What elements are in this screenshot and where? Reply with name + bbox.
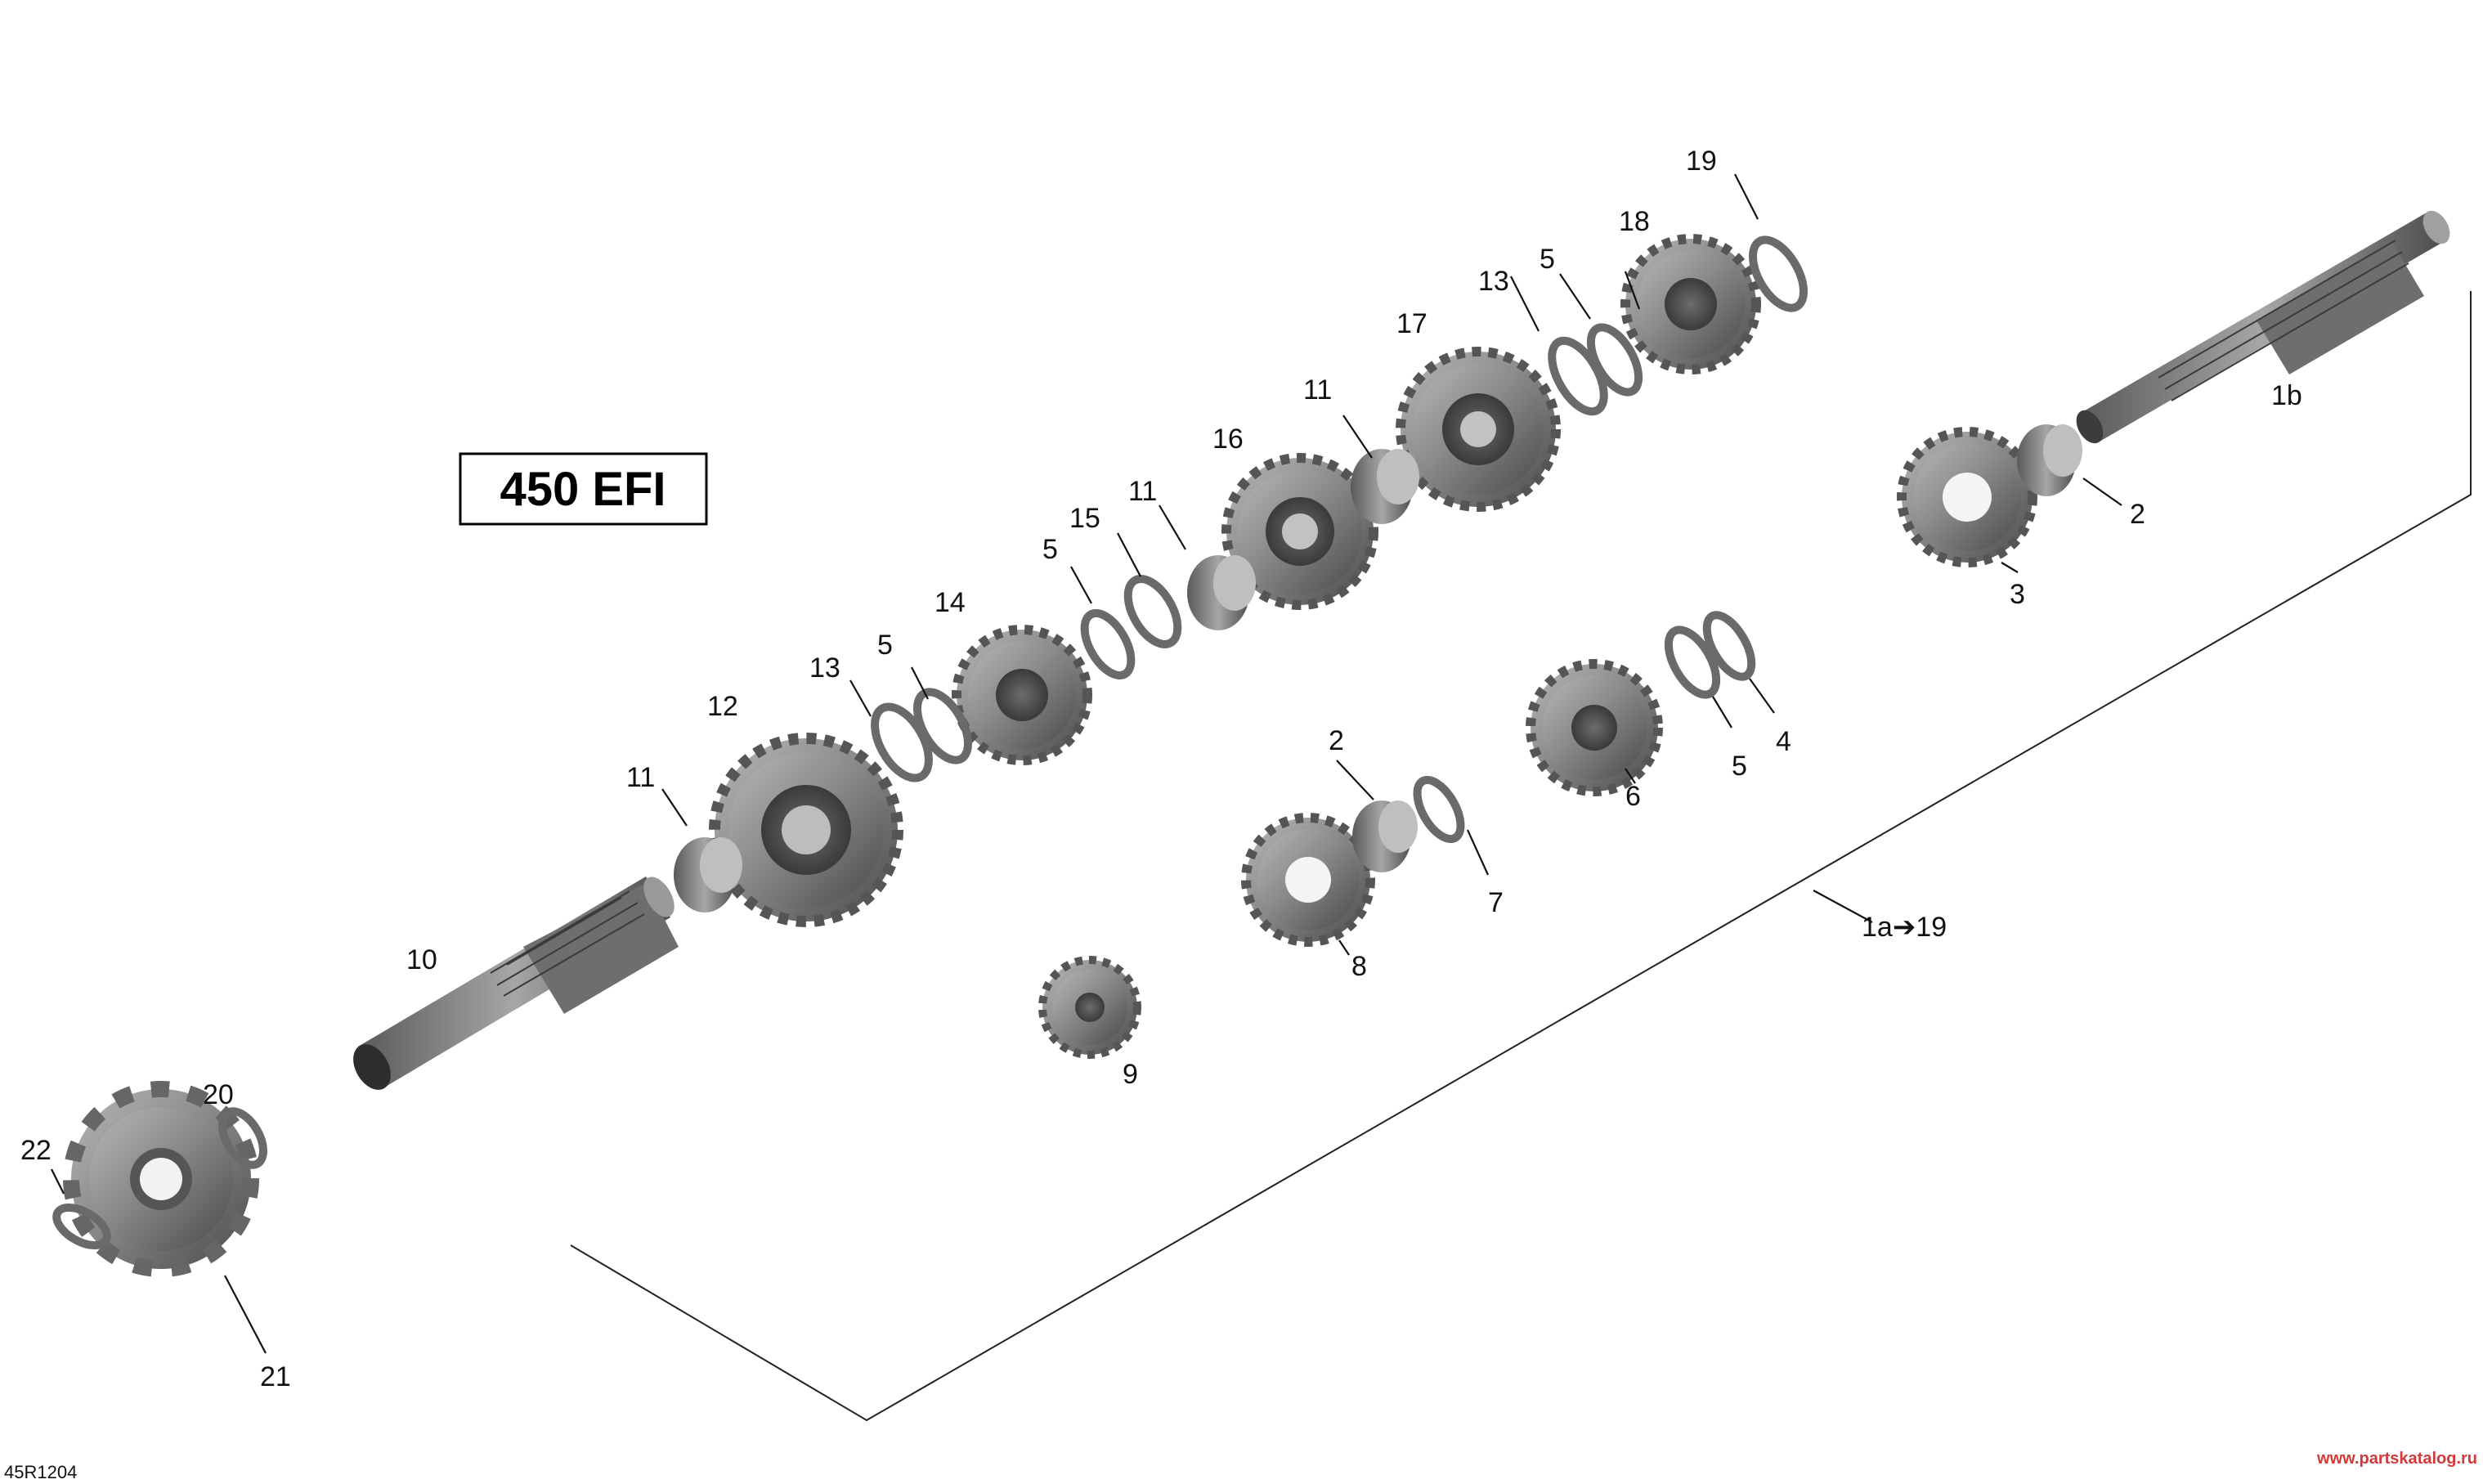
callout-3: 3 <box>2010 579 2025 610</box>
callout-11: 11 <box>626 762 655 793</box>
diagram-code: 45R1204 <box>4 1462 77 1482</box>
callout-15: 15 <box>1069 503 1100 534</box>
gear-18 <box>1620 234 1761 374</box>
callout-13: 13 <box>809 652 840 684</box>
callout-21: 21 <box>260 1361 291 1392</box>
model-badge-label: 450 EFI <box>500 463 666 516</box>
output-shaft <box>353 877 679 1090</box>
callout-2: 2 <box>2130 499 2145 530</box>
callout-19: 19 <box>1686 146 1717 177</box>
callout-labels: 1a➔19 1b 2 2 3 4 5 5 5 5 6 7 8 9 10 11 1… <box>20 146 2302 1392</box>
callout-5: 5 <box>1540 244 1555 275</box>
callout-8: 8 <box>1351 951 1367 982</box>
gear-12 <box>709 733 903 927</box>
callout-10: 10 <box>406 944 437 975</box>
callout-17: 17 <box>1396 308 1428 339</box>
callout-13: 13 <box>1478 266 1509 297</box>
callout-7: 7 <box>1488 887 1504 918</box>
callout-9: 9 <box>1123 1059 1138 1090</box>
callout-12: 12 <box>707 691 738 722</box>
callout-14: 14 <box>934 587 966 618</box>
callout-11: 11 <box>1128 476 1157 507</box>
callout-11: 11 <box>1303 374 1332 406</box>
leader-lines <box>51 173 2122 1354</box>
input-shaft <box>2076 210 2450 444</box>
bushings <box>674 424 2082 912</box>
gear-17 <box>1396 347 1561 512</box>
callout-5: 5 <box>877 630 893 661</box>
watermark-text: www.partskatalog.ru <box>2316 1450 2477 1468</box>
sprocket-21 <box>63 1081 259 1277</box>
callout-2: 2 <box>1329 725 1344 756</box>
gear-9 <box>1038 956 1141 1059</box>
callout-20: 20 <box>203 1079 234 1110</box>
callout-22: 22 <box>20 1135 52 1166</box>
callout-5: 5 <box>1042 534 1058 565</box>
callout-6: 6 <box>1625 781 1641 812</box>
callout-5: 5 <box>1732 751 1747 782</box>
gear-8 <box>1241 813 1375 947</box>
callout-16: 16 <box>1212 424 1244 455</box>
callout-4: 4 <box>1776 726 1791 757</box>
model-badge: 450 EFI <box>459 452 708 526</box>
callout-18: 18 <box>1619 206 1650 237</box>
callout-1a-19: 1a➔19 <box>1862 912 1947 943</box>
assembly-frame <box>570 291 2472 1422</box>
gear-16 <box>1221 453 1378 610</box>
gear-14 <box>952 625 1092 765</box>
washers <box>52 235 1808 1250</box>
gear-3 <box>1897 427 2037 567</box>
callout-1b: 1b <box>2271 380 2302 411</box>
gear-6 <box>1526 659 1663 796</box>
